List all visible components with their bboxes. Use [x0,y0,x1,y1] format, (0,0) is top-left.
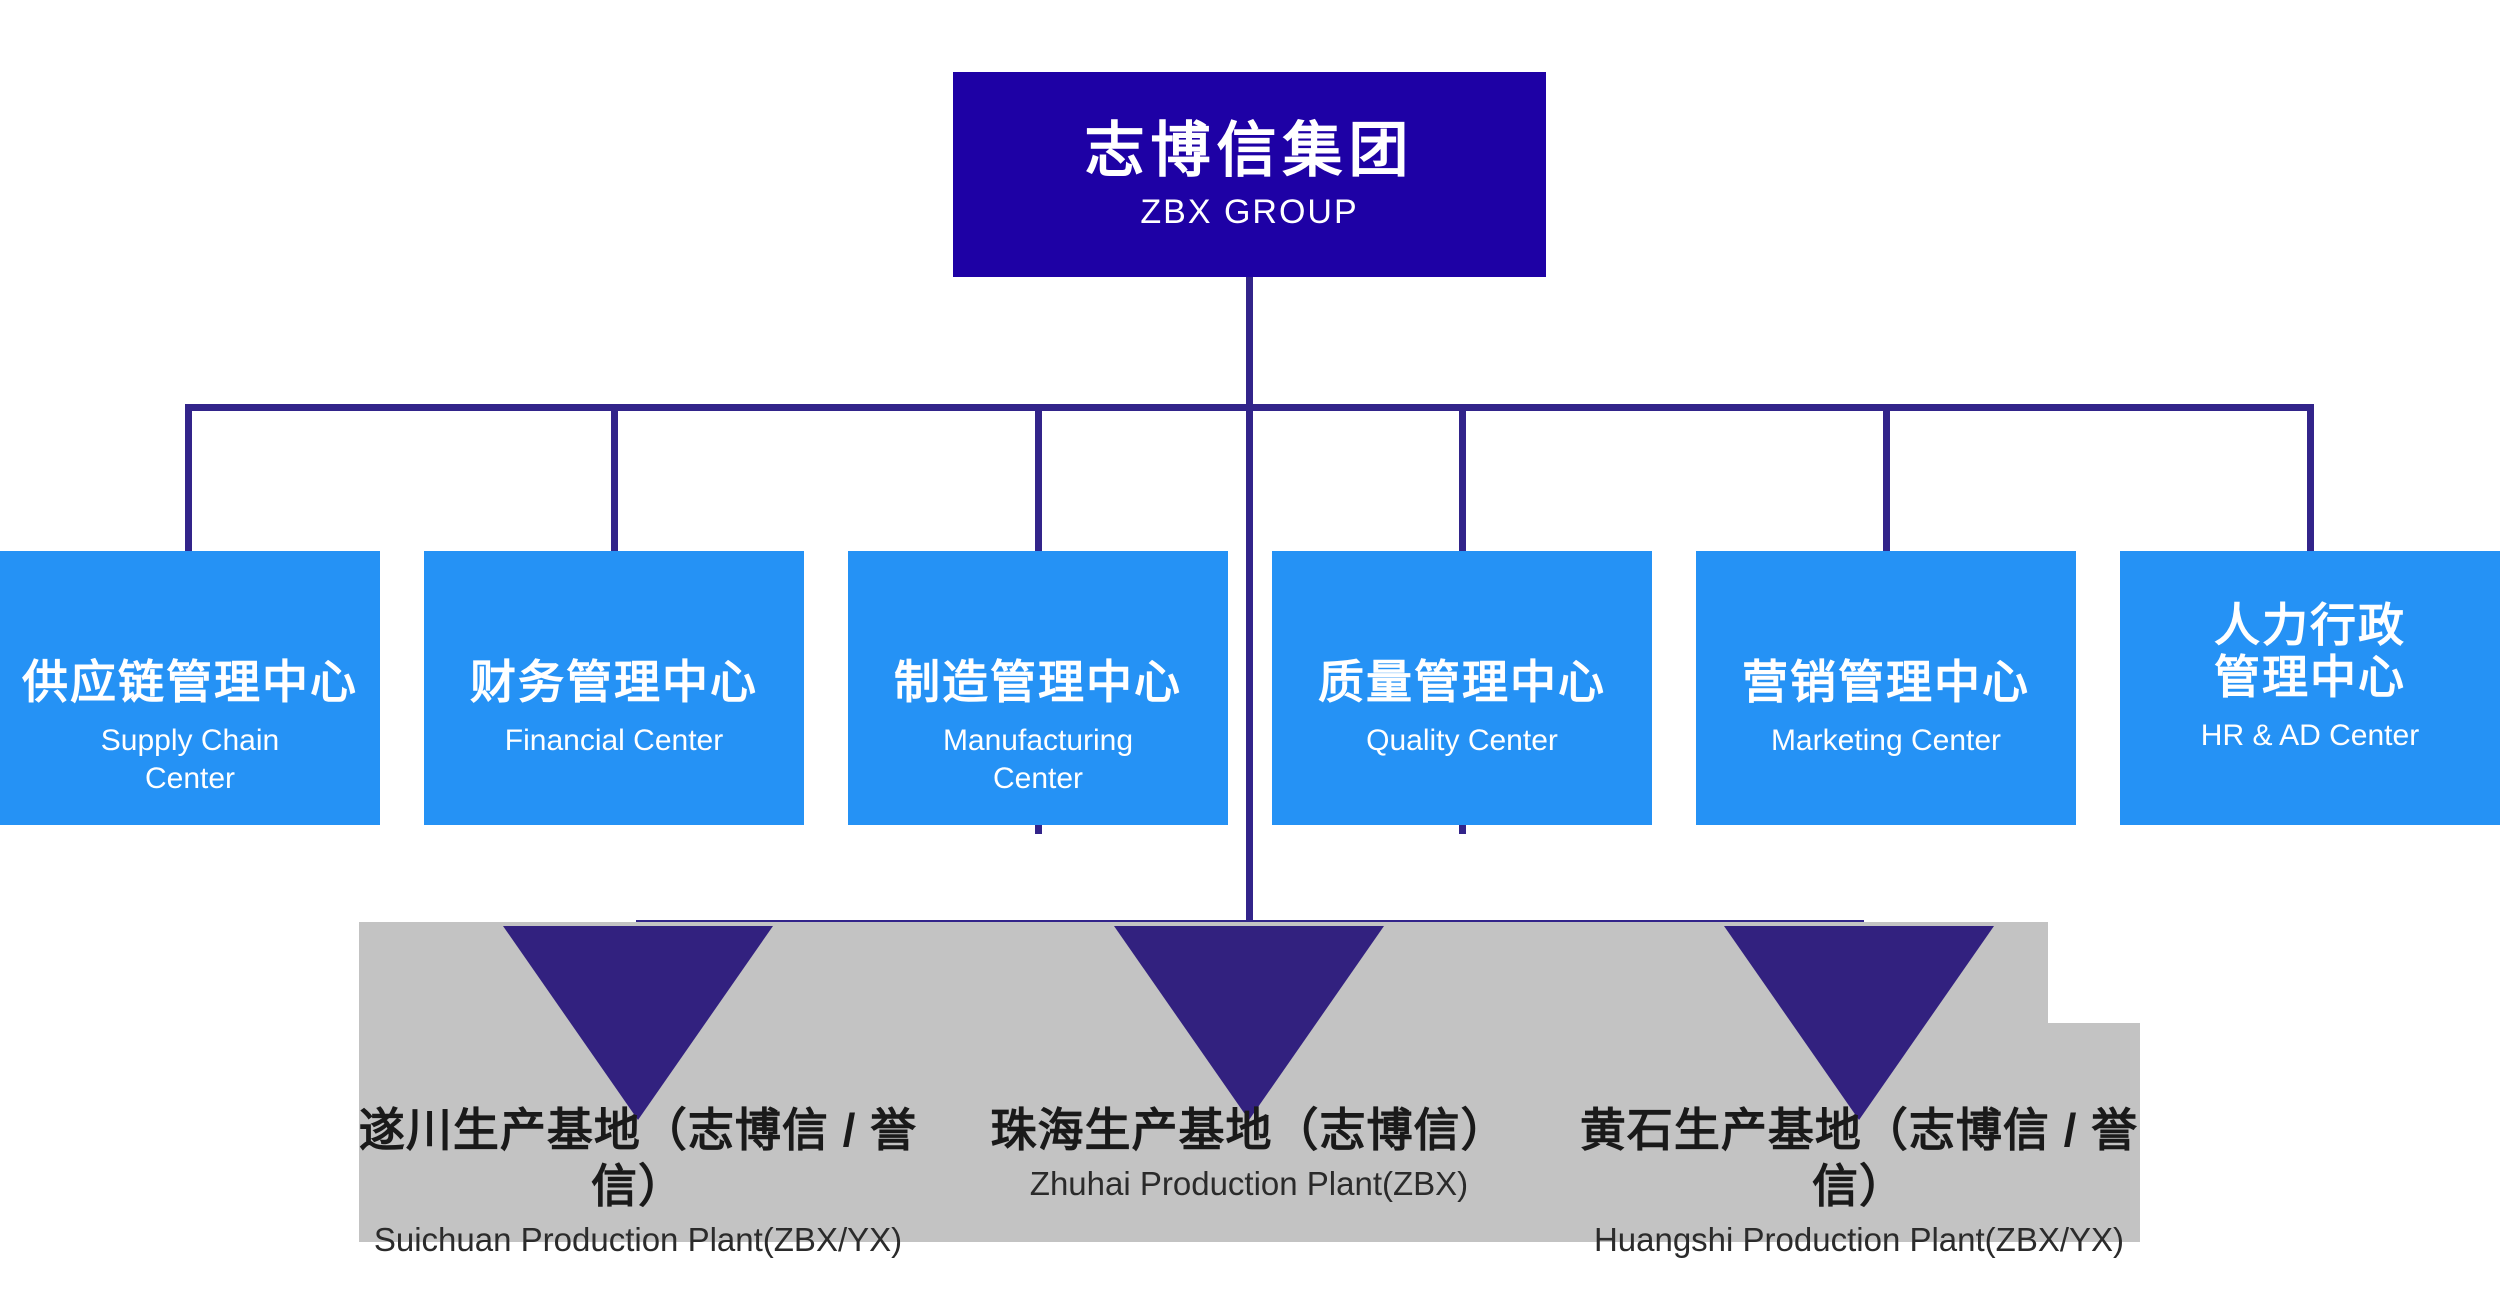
plant-zhuhai: 珠海生产基地（志博信） Zhuhai Production Plant(ZBX) [939,1102,1559,1204]
center-box-marketing: 营销管理中心 Marketing Center [1696,551,2076,825]
center-title-cn: 财务管理中心 [470,656,758,708]
center-title-cn: 管理中心 [2214,651,2406,703]
center-box-manufacturing: 制造管理中心 Manufacturing Center [848,551,1228,825]
plant-title-cn: 珠海生产基地（志博信） [990,1104,1508,1156]
center-title-cn: 制造管理中心 [894,656,1182,708]
center-title-en: Supply Chain [100,724,280,757]
center-title-cn: 质量管理中心 [1318,656,1606,708]
plant-title-cn: 遂川生产基地（志博信 / 誉信） [358,1104,918,1212]
plant-title-en: Zhuhai Production Plant(ZBX) [1029,1165,1469,1202]
plant-huangshi: 黄石生产基地（志博信 / 誉信） Huangshi Production Pla… [1549,1102,2169,1260]
connector-stub-manufacturing [1035,404,1042,552]
group-title-en: ZBX GROUP [1140,192,1359,231]
plant-title-cn: 黄石生产基地（志博信 / 誉信） [1579,1104,2139,1212]
group-title-cn: 志博信集团 [1084,116,1415,184]
center-box-supply-chain: 供应链管理中心 Supply Chain Center [0,551,380,825]
center-title-en: Quality Center [1366,724,1558,757]
connector-stub-hr-ad [2307,404,2314,552]
center-title-en: Financial Center [504,724,724,757]
center-title-en: Marketing Center [1770,724,2002,757]
plants-panel-extension [2048,1023,2140,1242]
center-title-cn: 营销管理中心 [1742,656,2030,708]
connector-stub-financial [611,404,618,552]
center-title-en: Manufacturing [942,724,1134,757]
center-box-quality: 质量管理中心 Quality Center [1272,551,1652,825]
group-box: 志博信集团 ZBX GROUP [953,72,1546,277]
connector-stub-supply-chain [185,404,192,552]
center-title-cn: 人力行政 [2214,599,2406,651]
center-box-hr-ad: 人力行政 管理中心 HR & AD Center [2120,551,2500,825]
plant-title-en: Huangshi Production Plant(ZBX/YX) [1593,1221,2125,1258]
connector-stub-quality [1459,404,1466,552]
plant-title-en: Suichuan Production Plant(ZBX/YX) [373,1221,903,1258]
connector-center-vertical [1246,277,1253,928]
center-title-en: Center [144,762,236,795]
center-title-cn: 供应链管理中心 [22,656,358,708]
connector-tail-quality [1459,825,1466,834]
center-box-financial: 财务管理中心 Financial Center [424,551,804,825]
arrow-down-icon [1724,926,1994,1120]
center-title-en: Center [992,762,1084,795]
connector-tail-manufacturing [1035,825,1042,834]
arrow-down-icon [503,926,773,1120]
arrow-down-icon [1114,926,1384,1120]
connector-stub-marketing [1883,404,1890,552]
plant-suichuan: 遂川生产基地（志博信 / 誉信） Suichuan Production Pla… [328,1102,948,1260]
center-title-en: HR & AD Center [2200,719,2420,752]
